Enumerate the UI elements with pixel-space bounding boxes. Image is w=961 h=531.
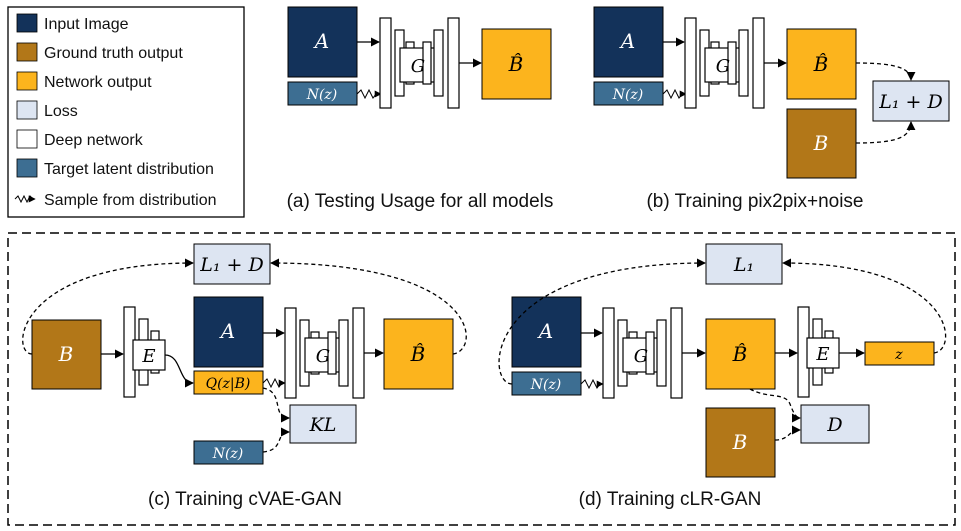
- c-arrow-gt-to-loss: [22, 258, 194, 355]
- d-l1-loss-label: L₁: [733, 254, 754, 276]
- b-output-label: B̂: [813, 52, 829, 76]
- b-loss-box: [872, 80, 950, 122]
- c-ground-truth-label: B: [58, 342, 74, 366]
- d-encoder: [797, 306, 840, 398]
- legend-swatch-ground-truth: [16, 42, 38, 62]
- d-arrow-gt-to-discriminator: [774, 425, 801, 441]
- a-input-box: [287, 6, 358, 78]
- caption-b: (b) Training pix2pix+noise: [646, 191, 863, 212]
- d-discriminator-box: [800, 404, 870, 444]
- d-l1-loss-box: [705, 243, 783, 285]
- d-encoder-label: E: [815, 344, 829, 365]
- caption-a: (a) Testing Usage for all models: [287, 191, 554, 212]
- b-ground-truth-box: [786, 108, 857, 179]
- caption-d: (d) Training cLR-GAN: [579, 489, 762, 510]
- b-output-box: [786, 28, 857, 100]
- c-generator: [284, 307, 365, 399]
- c-sample-arrow: [262, 377, 286, 389]
- a-generator-label: G: [411, 56, 425, 77]
- c-encoder-label: E: [141, 346, 155, 367]
- legend-swatch-latent: [16, 158, 38, 178]
- d-input-box: [511, 296, 582, 368]
- b-sample-arrow: [662, 88, 687, 100]
- d-arrow-output-to-discriminator: [749, 388, 801, 423]
- c-output-label: B̂: [410, 342, 426, 366]
- d-input-label: A: [537, 319, 553, 343]
- legend-input-image: Input Image: [44, 16, 129, 33]
- legend-target-latent: Target latent distribution: [44, 161, 214, 178]
- b-generator-label: G: [716, 56, 730, 77]
- d-sample-arrow: [580, 378, 604, 390]
- c-prior-box: [193, 440, 264, 465]
- panel-d: A N(z) G B̂ E z L₁: [498, 243, 947, 510]
- d-generator-label: G: [634, 346, 648, 367]
- d-z-box: [864, 341, 935, 366]
- d-output-box: [705, 318, 776, 390]
- a-output-box: [481, 28, 552, 100]
- legend-swatch-network-output: [16, 71, 38, 91]
- d-arrow-noise-to-l1: [498, 258, 706, 385]
- legend-deep-network: Deep network: [44, 132, 144, 149]
- legend-ground-truth: Ground truth output: [44, 45, 183, 62]
- b-loss-label: L₁ + D: [878, 91, 942, 113]
- b-input-label: A: [619, 29, 635, 53]
- c-recon-loss-box: [193, 243, 271, 285]
- c-encoder: [123, 306, 166, 398]
- c-kl-label: KL: [309, 414, 337, 436]
- c-arrow-latent-to-kl: [262, 387, 290, 423]
- legend-network-output: Network output: [44, 74, 152, 91]
- legend-sample: Sample from distribution: [44, 192, 217, 209]
- c-recon-loss-label: L₁ + D: [199, 254, 263, 276]
- legend-swatch-loss: [16, 100, 38, 120]
- d-z-label: z: [894, 347, 903, 363]
- caption-c: (c) Training cVAE-GAN: [148, 489, 342, 510]
- b-generator: [684, 17, 765, 109]
- panel-b: A N(z) G B̂ B L₁ + D (b) Training pix2pi…: [593, 6, 950, 212]
- c-arrow-encoder-to-latent: [164, 354, 194, 388]
- d-output-label: B̂: [732, 342, 748, 366]
- b-ground-truth-label: B: [813, 131, 829, 155]
- a-output-label: B̂: [508, 52, 524, 76]
- b-arrow-output-to-loss: [855, 62, 916, 81]
- c-output-box: [383, 318, 454, 390]
- a-generator: [379, 17, 460, 109]
- legend-squiggle-arrow: [14, 194, 36, 204]
- a-sample-arrow: [356, 88, 382, 100]
- d-arrow-z-to-l1: [782, 258, 947, 354]
- legend: Input Image Ground truth output Network …: [7, 6, 245, 218]
- legend-swatch-deep-network: [16, 129, 38, 149]
- panel-c: B E Q(z|B) A G B̂ L₁ + D: [22, 243, 467, 510]
- c-input-label: A: [219, 319, 235, 343]
- a-input-label: A: [313, 29, 329, 53]
- legend-loss: Loss: [44, 103, 78, 120]
- b-arrow-gt-to-loss: [855, 121, 916, 144]
- training-frame: [7, 232, 956, 526]
- legend-swatch-input: [16, 13, 38, 33]
- d-noise-label: N(z): [530, 377, 562, 393]
- c-prior-label: N(z): [212, 446, 244, 462]
- d-ground-truth-box: [705, 407, 776, 478]
- c-latent-label: Q(z|B): [206, 376, 251, 392]
- c-input-box: [193, 296, 264, 368]
- d-ground-truth-label: B: [732, 430, 748, 454]
- c-arrow-output-to-loss: [270, 258, 467, 355]
- b-noise-label: N(z): [612, 87, 644, 103]
- c-generator-label: G: [316, 346, 330, 367]
- c-arrow-prior-to-kl: [262, 427, 290, 453]
- c-kl-box: [289, 404, 357, 444]
- panel-a: A N(z) G B̂ (a) Testing Usage for all mo…: [287, 6, 554, 212]
- d-discriminator-label: D: [826, 414, 842, 436]
- b-input-box: [593, 6, 664, 78]
- a-noise-label: N(z): [306, 87, 338, 103]
